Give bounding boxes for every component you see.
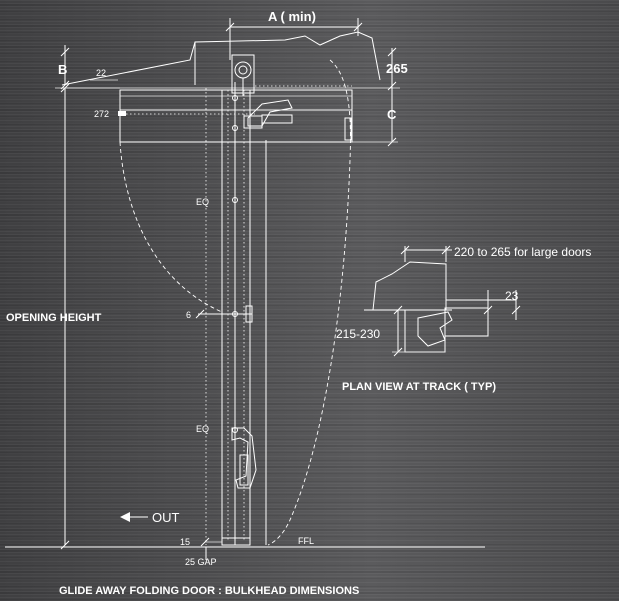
arrow-left-icon <box>120 512 148 522</box>
dimension-15-label: 15 <box>180 537 190 547</box>
plan-view-label: PLAN VIEW AT TRACK ( TYP) <box>342 381 496 393</box>
middle-hinge <box>195 305 253 323</box>
dimension-a-label: A ( min) <box>268 9 316 24</box>
swing-arc-outer <box>267 59 351 546</box>
dimension-a <box>225 18 363 60</box>
bottom-handle <box>231 427 257 489</box>
dimension-6-label: 6 <box>186 310 191 320</box>
track-fascia <box>119 109 353 143</box>
drawing-title: GLIDE AWAY FOLDING DOOR : BULKHEAD DIMEN… <box>59 585 359 597</box>
roller-wheel <box>231 54 255 96</box>
dimension-265-label: 265 <box>386 61 408 76</box>
dimension-215-230-label: 215-230 <box>336 327 380 341</box>
dimension-272-label: 272 <box>94 109 109 119</box>
dimension-23-label: 23 <box>505 289 519 303</box>
dimension-c <box>352 47 398 147</box>
ffl-label: FFL <box>298 536 314 546</box>
large-doors-note: 220 to 265 for large doors <box>454 245 591 259</box>
eq-bottom-label: EQ <box>196 424 209 434</box>
dimension-b-label: B <box>58 62 67 77</box>
opening-height-label: OPENING HEIGHT <box>6 312 102 324</box>
gap-25-label: 25 GAP <box>185 557 217 567</box>
plan-view-drawing <box>364 245 521 357</box>
dimension-c-label: C <box>387 107 397 122</box>
bulkhead-profile <box>61 31 381 86</box>
eq-top-label: EQ <box>196 197 209 207</box>
swing-arc-upper <box>119 141 223 313</box>
out-label: OUT <box>152 510 180 525</box>
dimension-22-label: 22 <box>96 68 106 78</box>
dimension-opening-height <box>55 83 120 550</box>
